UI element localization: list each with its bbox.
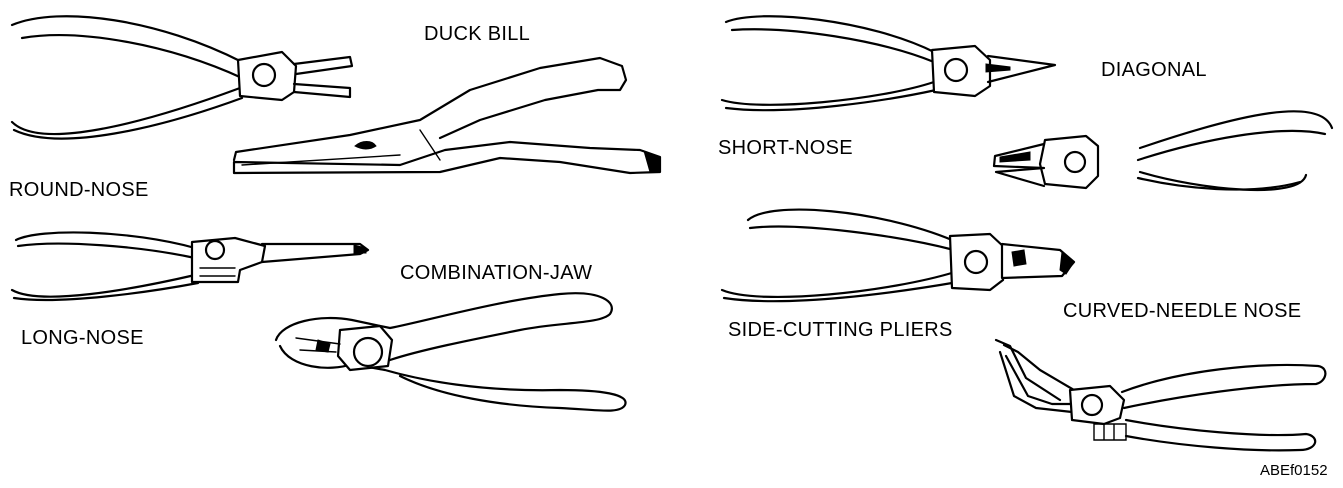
curved-needle-nose-label: CURVED-NEEDLE NOSE (1063, 301, 1301, 321)
side-cutting-pliers-icon (722, 210, 1074, 302)
side-cutting-pliers-label: SIDE-CUTTING PLIERS (728, 320, 953, 340)
figure-id: ABEf0152 (1260, 463, 1328, 478)
long-nose-label: LONG-NOSE (21, 328, 144, 348)
round-nose-label: ROUND-NOSE (9, 180, 149, 200)
short-nose-pliers-icon (722, 16, 1055, 110)
combination-jaw-label: COMBINATION-JAW (400, 263, 592, 283)
curved-needle-nose-pliers-icon (996, 340, 1325, 450)
duck-bill-pliers-icon (234, 58, 660, 173)
combination-jaw-pliers-icon (276, 293, 626, 410)
long-nose-pliers-icon (12, 232, 368, 300)
diagonal-label: DIAGONAL (1101, 60, 1207, 80)
duck-bill-label: DUCK BILL (424, 24, 530, 44)
short-nose-label: SHORT-NOSE (718, 138, 853, 158)
round-nose-pliers-icon (12, 16, 352, 138)
diagonal-pliers-icon (994, 111, 1332, 190)
